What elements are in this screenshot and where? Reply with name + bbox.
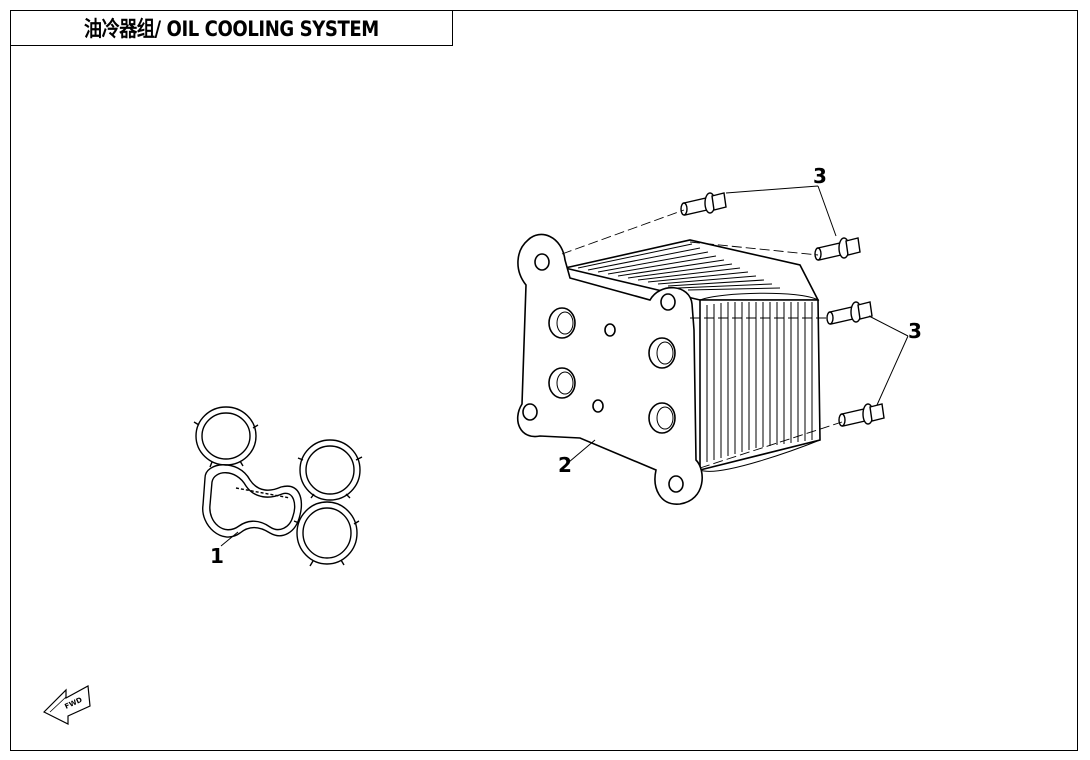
o-ring-right-bottom	[293, 501, 360, 567]
flange-bolt-1	[680, 192, 727, 216]
title-block: 油冷器组/ OIL COOLING SYSTEM	[10, 10, 453, 46]
alignment-lines	[561, 209, 843, 469]
callout-3-top: 3	[813, 164, 827, 188]
o-ring-right-top	[297, 439, 363, 501]
callout-2: 2	[558, 453, 572, 477]
plate-bolt-holes	[522, 253, 684, 493]
gasket-seal-set	[193, 406, 363, 567]
drawing-frame	[10, 10, 1078, 751]
page-title: 油冷器组/ OIL COOLING SYSTEM	[84, 17, 379, 41]
oil-ports	[548, 307, 676, 434]
callout-1: 1	[210, 544, 224, 568]
cooler-mounting-plate	[516, 233, 703, 505]
callout-3-right: 3	[908, 319, 922, 343]
flange-bolt-2	[814, 237, 861, 261]
leader-lines	[220, 185, 909, 547]
flange-bolts	[680, 192, 885, 427]
figure-eight-gasket	[202, 464, 303, 538]
o-ring-top-left	[193, 406, 259, 468]
flange-bolt-4	[838, 403, 885, 427]
cooler-side-fins	[699, 299, 821, 472]
flange-bolt-3	[826, 301, 873, 325]
oil-cooler	[516, 233, 821, 505]
fwd-arrow-icon: FWD	[42, 685, 91, 725]
